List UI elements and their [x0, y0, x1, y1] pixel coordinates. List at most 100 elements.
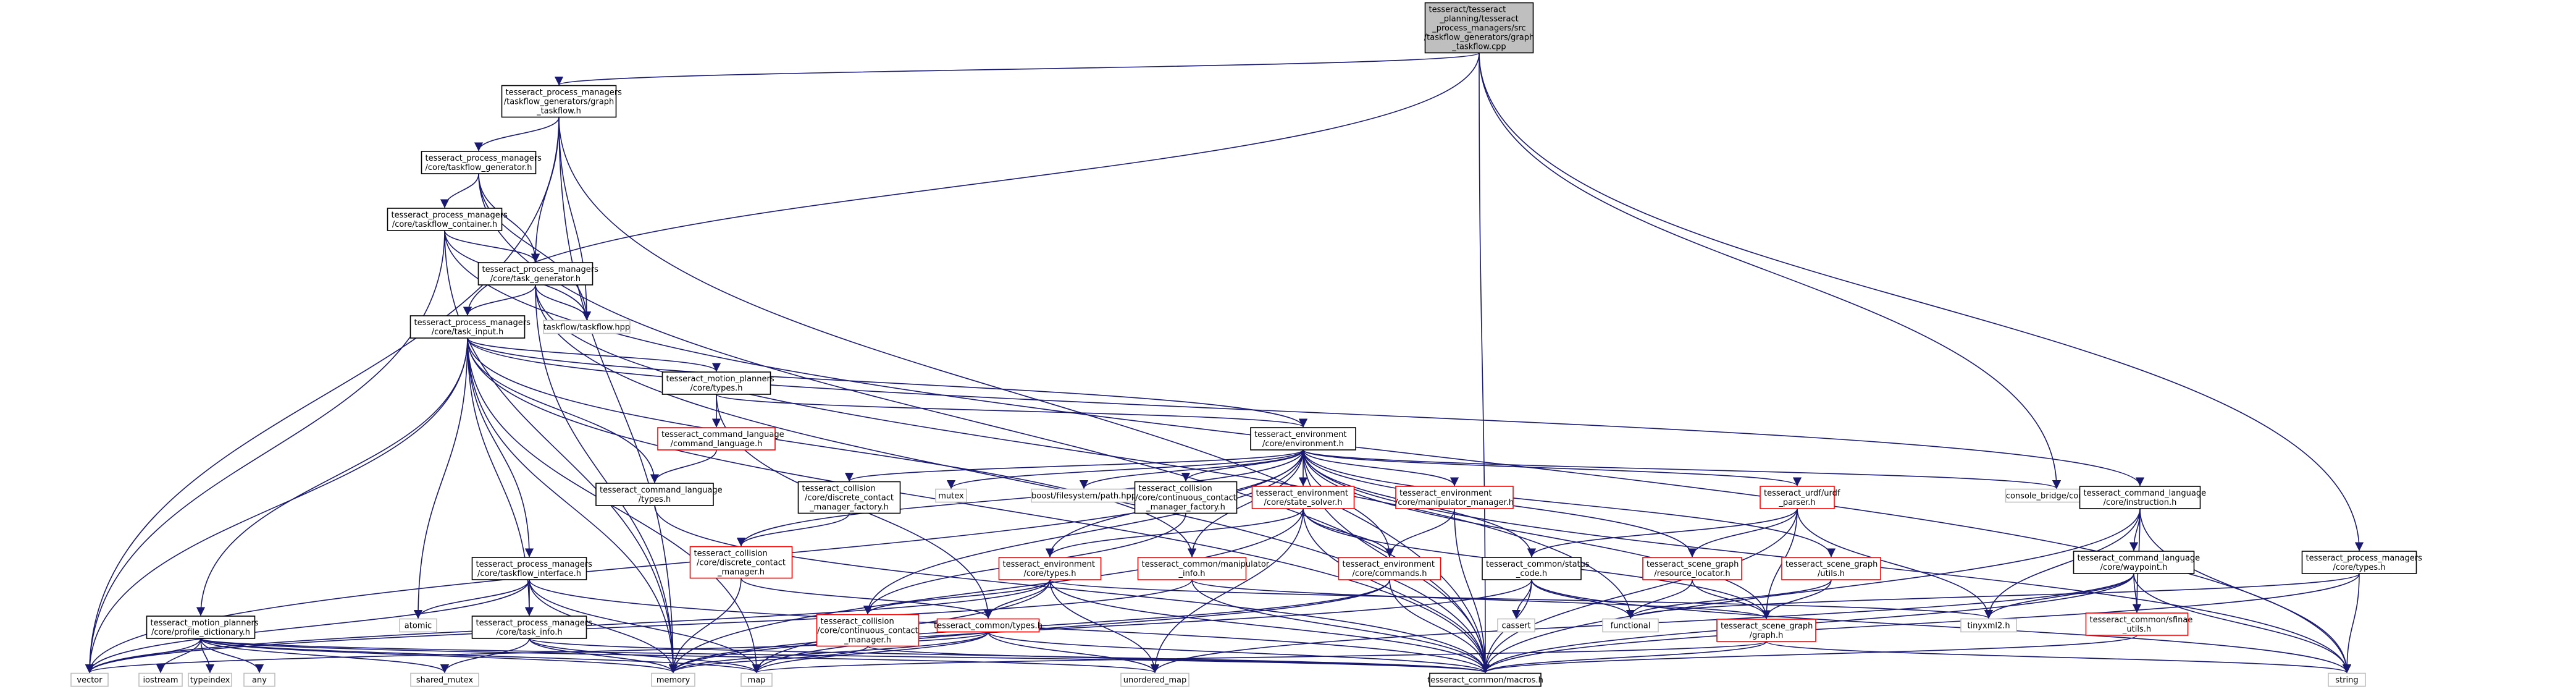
node-label-line: tesseract_scene_graph	[1785, 560, 1877, 569]
file-node-task-input-h[interactable]: tesseract_process_managers/core/task_inp…	[409, 315, 531, 339]
file-node-pm-task-info-h[interactable]: tesseract_process_managers/core/task_inf…	[471, 616, 593, 639]
include-edge	[1187, 449, 1304, 557]
file-node-sg-graph-h[interactable]: tesseract_scene_graph/graph.h	[1716, 619, 1816, 642]
node-label-line: boost/filesystem/path.hpp	[1031, 492, 1136, 501]
include-edge	[1303, 449, 1802, 486]
file-node-boost-fs: boost/filesystem/path.hpp	[1031, 488, 1137, 503]
file-node-common-sfinae-utils-h[interactable]: tesseract_common/sfinae_utils.h	[2085, 612, 2193, 636]
include-edge	[1150, 508, 1304, 674]
file-node-cl-waypoint-h[interactable]: tesseract_command_language/core/waypoint…	[2073, 551, 2201, 574]
file-node-pm-taskflow-interface-h[interactable]: tesseract_process_managers/core/taskflow…	[471, 557, 593, 580]
node-box	[1781, 557, 1881, 580]
file-node-task-generator-h[interactable]: tesseract_process_managers/core/task_gen…	[477, 262, 599, 286]
include-edge	[1766, 641, 2351, 674]
node-label-line: tesseract_common/manipulator	[1142, 560, 1270, 569]
include-edge	[650, 449, 717, 483]
file-node-cl-instruction-h[interactable]: tesseract_command_language/core/instruct…	[2079, 486, 2207, 509]
include-edge	[988, 632, 1160, 674]
include-edge	[535, 284, 678, 674]
file-node-mp-profile-dictionary-h[interactable]: tesseract_motion_planners/core/profile_d…	[146, 616, 259, 639]
node-label-line: /core/discrete_contact	[697, 559, 786, 568]
file-node-env-commands-h[interactable]: tesseract_environment/core/commands.h	[1338, 557, 1441, 580]
node-label-line: tesseract_process_managers	[2306, 554, 2423, 563]
node-box	[935, 488, 967, 503]
file-node-taskflow-hpp: taskflow/taskflow.hpp	[543, 319, 631, 334]
include-edge	[444, 230, 678, 674]
file-node-taskflow-generator-h[interactable]: tesseract_process_managers/core/taskflow…	[421, 151, 542, 174]
file-node-common-status-code-h[interactable]: tesseract_common/status_code.h	[1482, 557, 1590, 580]
node-box	[1482, 557, 1582, 580]
include-edge	[85, 337, 468, 674]
node-label-line: /core/manipulator_manager.h	[1395, 498, 1514, 507]
file-node-atomic: atomic	[399, 618, 437, 633]
include-edge	[478, 173, 592, 321]
node-label-line: taskflow/taskflow.hpp	[543, 323, 630, 332]
node-label-line: tesseract_command_language	[661, 430, 784, 439]
include-edge	[444, 230, 2352, 674]
file-node-string: string	[2328, 672, 2366, 687]
file-node-coll-discrete-factory[interactable]: tesseract_collision/core/discrete_contac…	[797, 481, 901, 514]
include-edge	[2132, 573, 2142, 613]
include-edge	[2139, 508, 2352, 674]
file-node-env-state-solver-h[interactable]: tesseract_environment/core/state_solver.…	[1251, 486, 1355, 509]
include-edge	[1527, 508, 1798, 557]
include-edge	[1626, 573, 2360, 619]
node-label-line: functional	[1611, 622, 1651, 631]
node-label-line: /graph.h	[1750, 631, 1784, 640]
node-label-line: tesseract_urdf/urdf	[1764, 489, 1840, 498]
node-label-line: tesseract_motion_planners	[151, 619, 259, 628]
node-label-line: tesseract_process_managers	[392, 211, 508, 220]
node-box	[70, 672, 109, 687]
node-box	[399, 618, 437, 633]
file-node-cl-types-h[interactable]: tesseract_command_language/types.h	[595, 483, 723, 506]
file-node-graph-taskflow-h[interactable]: tesseract_process_managers/taskflow_gene…	[501, 85, 623, 118]
node-box	[1716, 619, 1816, 642]
node-label-line: tinyxml2.h	[1967, 622, 2010, 631]
node-label-line: /resource_locator.h	[1654, 569, 1730, 578]
file-node-env-core-types-h[interactable]: tesseract_environment/core/types.h	[998, 557, 1102, 580]
include-edge	[1191, 579, 1490, 674]
node-label-line: /core/waypoint.h	[2100, 563, 2168, 572]
node-box	[1429, 672, 1542, 687]
file-node-coll-discrete-contact-manager-h[interactable]: tesseract_collision/core/discrete_contac…	[689, 546, 793, 579]
node-label-line: map	[748, 676, 766, 685]
include-edge	[1303, 449, 2061, 489]
file-node-common-manipulator-info-h[interactable]: tesseract_common/manipulator_info.h	[1137, 557, 1270, 580]
file-node-taskflow-container-h[interactable]: tesseract_process_managers/core/taskflow…	[387, 208, 508, 231]
node-box	[689, 546, 793, 579]
node-label-line: _info.h	[1178, 569, 1205, 578]
file-node-urdf-parser-h[interactable]: tesseract_urdf/urdf_parser.h	[1760, 486, 1840, 509]
node-label-line: /core/continuous_contact	[1135, 494, 1236, 503]
node-label-line: tesseract_scene_graph	[1647, 560, 1739, 569]
include-edge	[668, 508, 1304, 674]
file-node-pm-core-types-h[interactable]: tesseract_process_managers/core/types.h	[2301, 551, 2423, 574]
node-box	[936, 618, 1040, 633]
node-box	[2301, 551, 2417, 574]
file-node-coll-continuous-contact-manager-h[interactable]: tesseract_collision/core/continuous_cont…	[816, 614, 920, 647]
file-node-sg-resource-locator-h[interactable]: tesseract_scene_graph/resource_locator.h	[1642, 557, 1742, 580]
include-edge	[1984, 508, 2141, 619]
file-node-env-environment-h[interactable]: tesseract_environment/core/environment.h	[1250, 427, 1356, 451]
file-node-coll-continuous-factory[interactable]: tesseract_collision/core/continuous_cont…	[1134, 481, 1238, 514]
include-edge	[752, 641, 1767, 674]
file-node-typeindex: typeindex	[188, 672, 232, 687]
include-edge	[1389, 579, 1490, 674]
file-node-sg-utils-h[interactable]: tesseract_scene_graph/utils.h	[1781, 557, 1881, 580]
node-box	[816, 614, 920, 647]
include-edge	[444, 230, 540, 263]
file-node-mp-types-h[interactable]: tesseract_motion_planners/core/types.h	[661, 371, 774, 395]
file-node-common-macros-h[interactable]: tesseract_common/macros.h	[1427, 672, 1543, 687]
node-label-line: tesseract_environment	[1254, 430, 1347, 439]
node-box	[1137, 557, 1247, 580]
node-label-line: tesseract_collision	[802, 485, 876, 494]
node-box	[188, 672, 232, 687]
include-edge	[200, 638, 678, 674]
include-edge	[85, 117, 560, 674]
file-node-env-manipulator-manager-h[interactable]: tesseract_environment/core/manipulator_m…	[1395, 486, 1514, 509]
file-node-common-types-h[interactable]: tesseract_common/types.h	[934, 618, 1043, 633]
node-box	[543, 319, 631, 334]
node-label-line: iostream	[143, 676, 178, 685]
file-node-iostream: iostream	[138, 672, 183, 687]
file-node-cl-command-language-h[interactable]: tesseract_command_language/command_langu…	[657, 427, 784, 451]
